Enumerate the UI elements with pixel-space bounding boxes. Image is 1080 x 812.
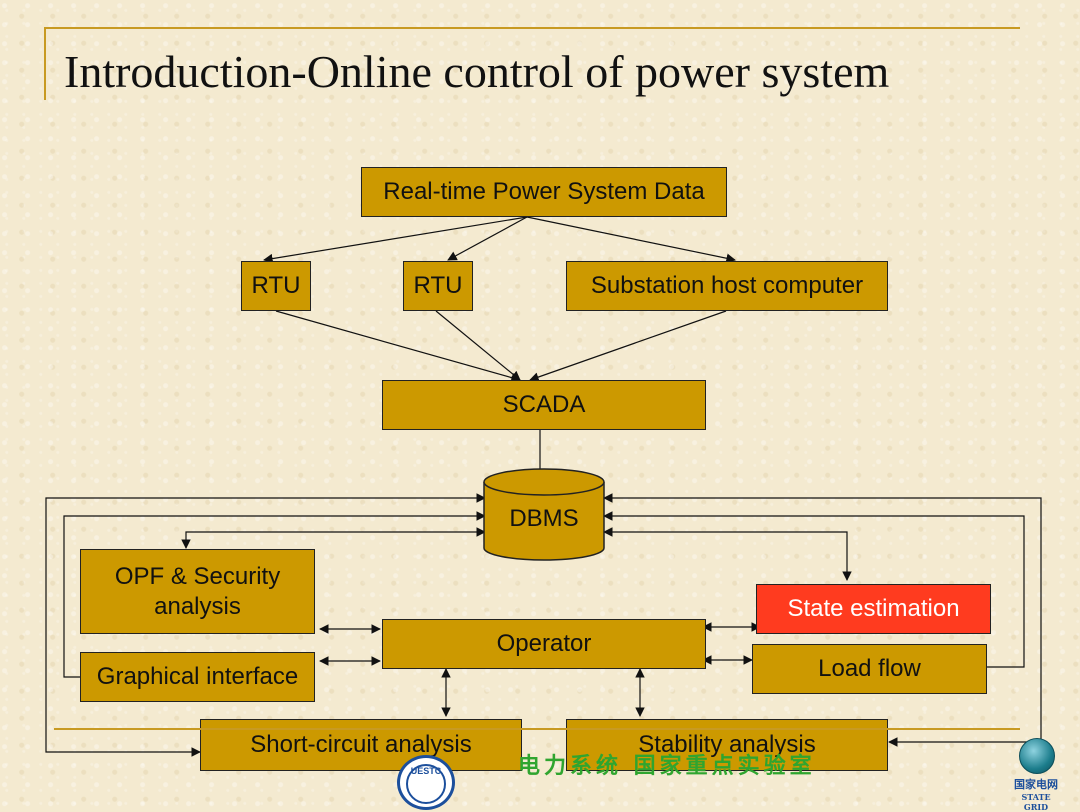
title-accent-bar (44, 27, 46, 100)
node-substation-host: Substation host computer (566, 261, 888, 311)
state-grid-logo: 国家电网 STATE GRID (1014, 738, 1058, 812)
node-dbms-label: DBMS (509, 505, 579, 532)
edge-short-dbms (45, 493, 486, 757)
state-grid-logo-en: STATE GRID (1021, 792, 1051, 812)
slide-title: Introduction-Online control of power sys… (64, 46, 890, 97)
footer-lab-text: 电力系统 国家重点实验室 (518, 753, 816, 779)
node-graphical-interface: Graphical interface (80, 652, 315, 702)
edge-rtu1-scada (275, 310, 521, 383)
node-load-flow: Load flow (752, 644, 987, 694)
node-operator: Operator (382, 619, 706, 669)
footer-accent-line (54, 728, 1020, 730)
edge-realtime-substation (526, 216, 736, 263)
uestc-logo-text: UESTC (410, 766, 442, 776)
node-state-estimation: State estimation (756, 584, 991, 634)
edge-dbms-opf (181, 527, 486, 549)
node-rtu-2: RTU (403, 261, 473, 311)
edge-dbms-state (603, 527, 852, 581)
node-opf-security: OPF & Security analysis (80, 549, 315, 634)
dbms-cylinder (483, 468, 605, 561)
globe-icon (1019, 738, 1055, 774)
node-scada: SCADA (382, 380, 706, 430)
node-short-circuit: Short-circuit analysis (200, 719, 522, 771)
node-stability: Stability analysis (566, 719, 888, 771)
node-rtu-1: RTU (241, 261, 311, 311)
edge-realtime-rtu1 (263, 216, 528, 264)
node-realtime-data: Real-time Power System Data (361, 167, 727, 217)
uestc-logo: UESTC (397, 755, 455, 810)
title-accent-line (44, 27, 1020, 29)
edge-stability-dbms (603, 493, 1042, 747)
state-grid-logo-cn: 国家电网 (1014, 778, 1058, 791)
uestc-logo-ring (406, 764, 446, 804)
edge-rtu2-scada (435, 310, 521, 381)
edge-realtime-rtu2 (447, 216, 528, 261)
edge-substation-scada (529, 310, 727, 382)
